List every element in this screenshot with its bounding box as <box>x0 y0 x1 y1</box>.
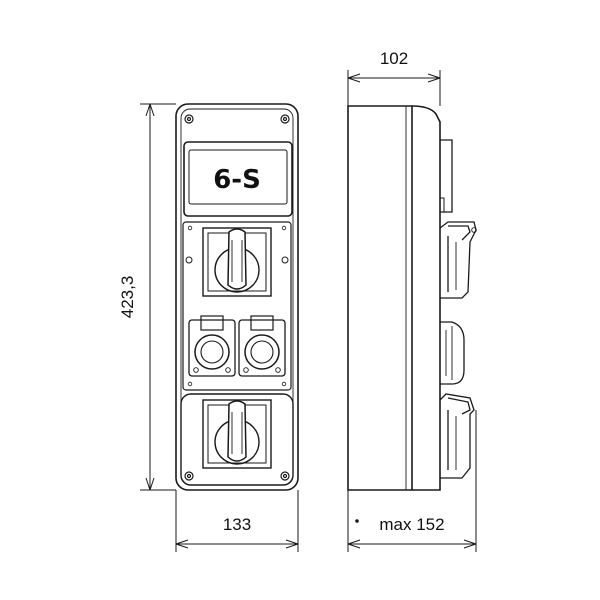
upper-rotary-switch <box>185 227 289 297</box>
housing-outline <box>175 103 299 491</box>
dimension-height: 423,3 <box>118 276 137 319</box>
socket-right <box>238 315 286 377</box>
label-window <box>183 141 293 217</box>
front-view <box>175 103 299 491</box>
label-plate <box>188 149 288 205</box>
middle-panel <box>182 221 292 391</box>
side-socket <box>440 321 465 385</box>
dimension-front-width: 133 <box>223 515 251 534</box>
side-body <box>347 105 413 491</box>
dimension-side-max-depth: max 152 <box>379 515 444 534</box>
side-lower-switch <box>439 393 475 479</box>
socket-left <box>188 315 236 377</box>
side-label-window <box>440 139 453 213</box>
lower-rotary-switch <box>202 399 272 469</box>
lower-panel <box>180 393 294 486</box>
corner-screws <box>184 114 290 481</box>
side-view <box>347 105 477 491</box>
side-front-cover <box>411 105 441 491</box>
side-upper-switch <box>439 221 477 299</box>
dimension-side-depth: 102 <box>380 49 408 68</box>
dimension-lines <box>140 70 477 552</box>
device-label: 6-S <box>213 165 261 195</box>
